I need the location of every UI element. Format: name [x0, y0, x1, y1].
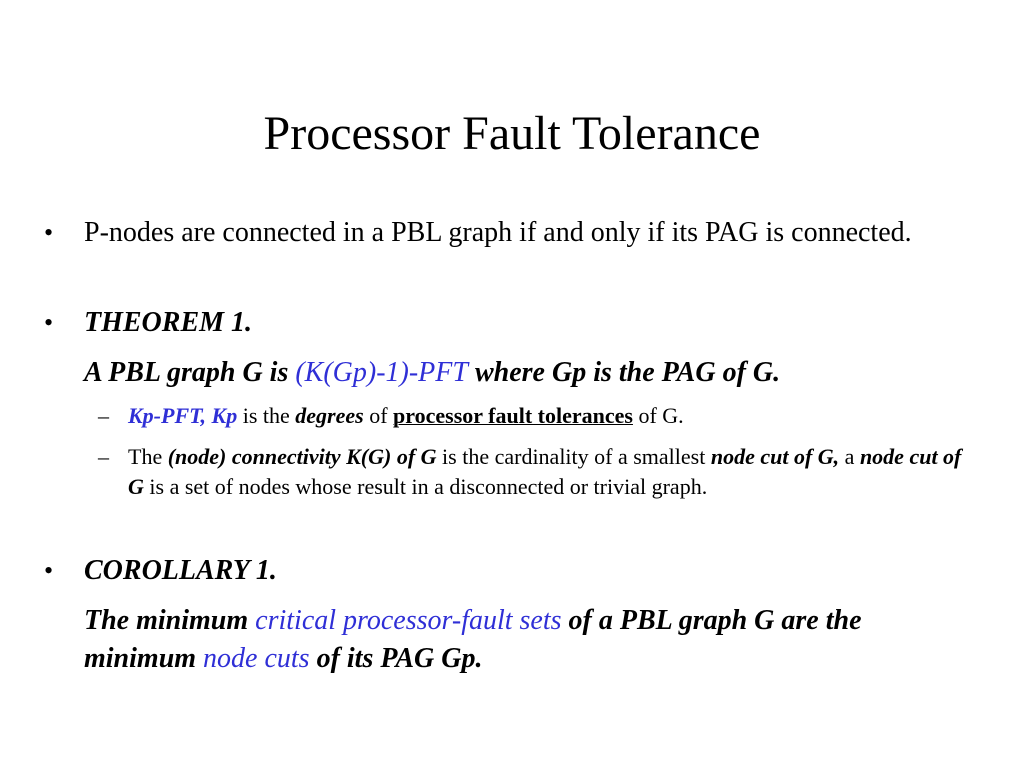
slide-body: • P-nodes are connected in a PBL graph i… [40, 0, 980, 768]
sub-text: The [128, 444, 168, 469]
corollary-text: of a PBL graph G are the minimum [84, 605, 862, 674]
subitem-kp-pft: – Kp-PFT, Kp is the degrees of processor… [98, 401, 968, 431]
bullet-icon: • [44, 556, 54, 585]
sub-text: is the [237, 403, 296, 428]
term-node-cut-of-g: node cut of G, [710, 444, 840, 469]
term-node-cuts: node cuts [203, 643, 310, 674]
term-degrees: degrees [295, 403, 364, 428]
term-critical-processor-fault-sets: critical processor-fault sets [255, 605, 562, 636]
bullet-icon: • [44, 308, 54, 337]
theorem-text: A PBL graph G is [84, 357, 296, 388]
bullet-item-pnodes: • P-nodes are connected in a PBL graph i… [44, 214, 964, 252]
corollary-text: The minimum [84, 605, 256, 636]
theorem-statement: A PBL graph G is (K(Gp)-1)-PFT where Gp … [84, 354, 964, 392]
corollary-text: of its PAG Gp. [309, 643, 483, 674]
theorem-text: where Gp is the PAG of G. [467, 357, 781, 388]
term-kp-pft: Kp-PFT, Kp [128, 403, 238, 428]
bullet-icon: • [44, 218, 54, 247]
sub-text: is a set of nodes whose result in a disc… [143, 474, 708, 499]
term-processor-fault-tolerances: processor fault tolerances [393, 403, 633, 428]
slide-title: Processor Fault Tolerance [263, 107, 761, 160]
bullet-item-corollary: • COROLLARY 1. [44, 552, 964, 590]
sub-text: of G. [632, 403, 684, 428]
corollary-statement: The minimum critical processor-fault set… [84, 602, 964, 678]
term-node-cut-of-g: node cut of G [128, 444, 962, 499]
subitem-node-connectivity: – The (node) connectivity K(G) of G is t… [98, 442, 968, 502]
dash-icon: – [98, 403, 109, 428]
theorem-term-pft: (K(Gp)-1)-PFT [295, 357, 468, 388]
sub-text: of [363, 403, 394, 428]
term-node-connectivity: (node) connectivity K(G) of G [167, 444, 437, 469]
dash-icon: – [98, 444, 109, 469]
sub-text: a [839, 444, 860, 469]
corollary-heading: COROLLARY 1. [84, 555, 277, 586]
bullet-item-theorem: • THEOREM 1. [44, 304, 964, 342]
bullet-text: P-nodes are connected in a PBL graph if … [84, 217, 912, 248]
sub-text: is the cardinality of a smallest [436, 444, 711, 469]
theorem-heading: THEOREM 1. [84, 307, 253, 338]
